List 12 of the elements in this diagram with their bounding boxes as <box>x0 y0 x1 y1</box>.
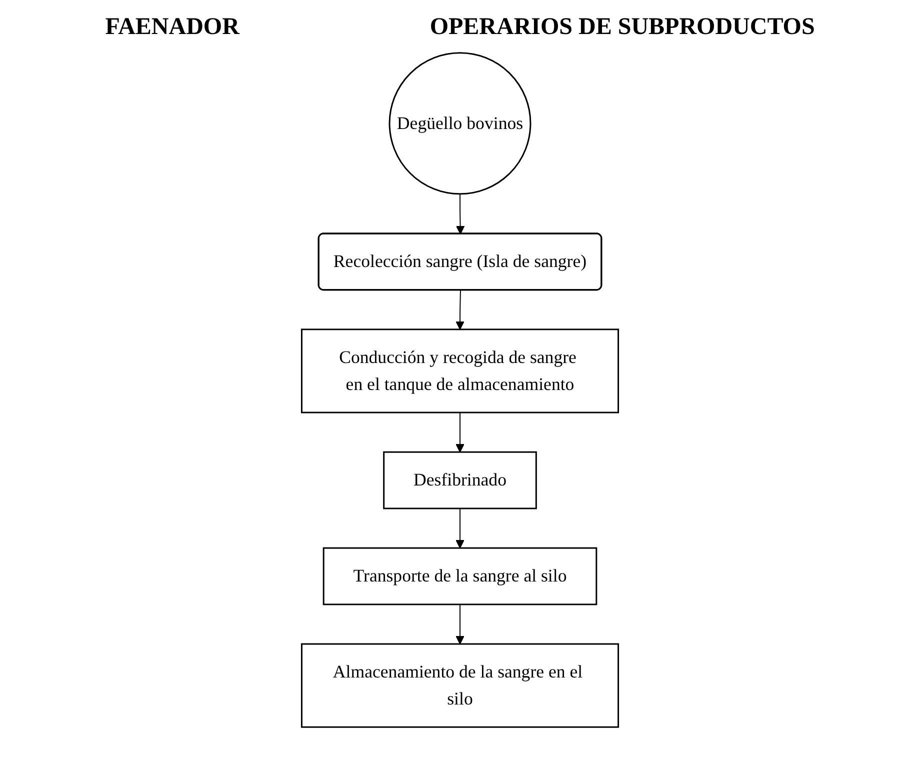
node-box: Desfibrinado <box>383 451 537 510</box>
node-box: Conducción y recogida de sangre en el tanque de almacenamiento <box>300 328 620 414</box>
arrow <box>456 508 464 548</box>
node-box: Transporte de la sangre al silo <box>322 547 598 606</box>
node-circle: Degüello bovinos <box>388 52 532 195</box>
node-box: Almacenamiento de la sangre en el silo <box>300 643 620 728</box>
arrow <box>456 193 465 234</box>
column-heading: OPERARIOS DE SUBPRODUCTOS <box>430 14 815 41</box>
column-heading: FAENADOR <box>105 14 240 41</box>
arrow <box>456 290 464 330</box>
arrow <box>456 604 464 644</box>
arrow <box>456 412 464 452</box>
